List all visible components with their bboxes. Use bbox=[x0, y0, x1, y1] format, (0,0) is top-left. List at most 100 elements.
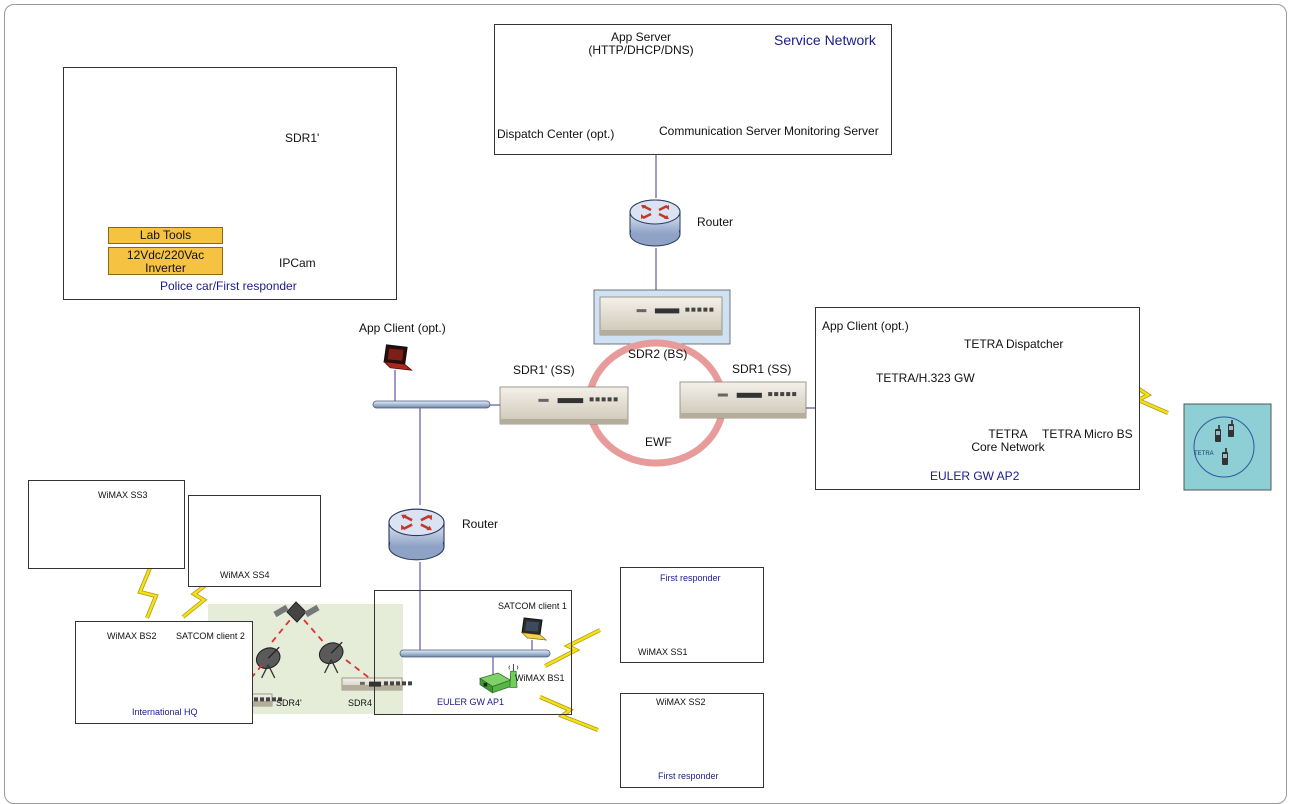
satcom-client1-label: SATCOM client 1 bbox=[498, 601, 567, 611]
sdr2-rack-icon-base bbox=[600, 330, 722, 335]
sdr2-rack-icon-button bbox=[685, 307, 690, 312]
sdr4-rack-icon-led bbox=[360, 681, 365, 685]
sdr4-rack-icon-base bbox=[342, 685, 402, 690]
satellite-panel-left bbox=[273, 604, 289, 618]
sdr4-rack-icon-button bbox=[390, 681, 394, 686]
satcom-link-4 bbox=[345, 659, 373, 681]
wimax-ss3-box bbox=[28, 480, 185, 569]
sdr2-rack-icon-button bbox=[703, 307, 708, 312]
sdr1p-ss-rack-icon-button bbox=[607, 397, 612, 402]
wimax-ss1-box bbox=[620, 567, 764, 663]
euler-gw-ap1-label: EULER GW AP1 bbox=[437, 697, 505, 707]
sdr1p-ss-rack-icon-button bbox=[601, 397, 606, 402]
tetra-dispatcher-label: TETRA Dispatcher bbox=[964, 337, 1064, 351]
sdr2-rack-icon-led bbox=[636, 309, 647, 313]
sdr1p-ss-rack-icon bbox=[499, 386, 629, 425]
service-network-title: Service Network bbox=[774, 32, 876, 48]
sdr4-rack-icon-button bbox=[402, 681, 406, 686]
ss3-bs2-lightning-icon bbox=[138, 567, 158, 619]
euler-gw-ap1-box bbox=[374, 590, 572, 715]
tetra-gw-label: TETRA/H.323 GW bbox=[876, 371, 975, 385]
sdr1-ss-rack-icon-button bbox=[780, 392, 785, 397]
satcom-link-2 bbox=[271, 619, 291, 643]
ap1-bus bbox=[399, 649, 551, 658]
satcom-link-3 bbox=[303, 619, 327, 646]
sdr2-rack-icon-display bbox=[654, 308, 680, 314]
ap2-app-client-label: App Client (opt.) bbox=[822, 319, 909, 333]
international-hq-label: International HQ bbox=[132, 707, 198, 717]
sdr4p-rack-icon-button bbox=[278, 697, 282, 702]
sdr1p-ss-rack-icon-display bbox=[557, 398, 584, 404]
wimax-ss2-label: WiMAX SS2 bbox=[656, 697, 706, 707]
router-bottom-label: Router bbox=[462, 517, 499, 531]
sdr1p-ss-rack-icon-button bbox=[595, 397, 600, 402]
tetra-micro-bs-label: TETRA Micro BS bbox=[1042, 427, 1133, 441]
satellite-panel-right bbox=[304, 604, 320, 618]
tetra-text: TETRA bbox=[1194, 451, 1214, 457]
sdr1-ss-rack-icon-base bbox=[680, 413, 806, 418]
lab-tools-box: Lab Tools bbox=[108, 227, 223, 244]
ipcam-label: IPCam bbox=[279, 256, 316, 270]
sdr4-rack-icon-button bbox=[384, 681, 388, 686]
wimax-ss2-box bbox=[620, 693, 764, 788]
monitoring-server-label: Monitoring Server bbox=[784, 124, 879, 138]
bs1-ss1-lightning-icon bbox=[544, 628, 601, 668]
euler-gw-ap2-caption: EULER GW AP2 bbox=[930, 469, 1020, 483]
tetra-terminal-circle bbox=[1193, 416, 1255, 478]
sdr1-ss-rack-icon-button bbox=[774, 392, 779, 397]
dispatch-center-label: Dispatch Center (opt.) bbox=[497, 127, 615, 141]
sdr1p-ss-rack-icon-base bbox=[500, 419, 628, 424]
wimax-ss4-label: WiMAX SS4 bbox=[220, 570, 270, 580]
international-hq-box bbox=[75, 621, 253, 724]
app-server-label: App Server (HTTP/DHCP/DNS) bbox=[588, 30, 694, 57]
sdr4-label: SDR4 bbox=[348, 698, 373, 708]
inverter-box: 12Vdc/220Vac Inverter bbox=[108, 247, 223, 275]
sdr4p-rack-icon-button bbox=[266, 697, 270, 702]
wimax-ss3-label: WiMAX SS3 bbox=[98, 490, 148, 500]
euler-gw-ap2-box bbox=[815, 307, 1140, 490]
sdr1p-ss-rack-icon-button bbox=[589, 397, 594, 402]
app-client-left-laptop-icon bbox=[383, 344, 413, 371]
wimax-ss4-box bbox=[188, 495, 321, 587]
sdr1-ss-rack-icon-display bbox=[736, 392, 762, 398]
sdr1-ss-rack-icon-button bbox=[786, 392, 791, 397]
sdr2-label: SDR2 (BS) bbox=[628, 347, 688, 361]
sdr2-rack-icon-button bbox=[697, 307, 702, 312]
bs1-ss2-lightning-icon bbox=[539, 695, 599, 732]
sdr1-ss-rack-icon-button bbox=[792, 392, 797, 397]
wimax-bs2-label: WiMAX BS2 bbox=[107, 631, 157, 641]
sdr4p-rack-icon-button bbox=[272, 697, 276, 702]
left-core-bus bbox=[372, 400, 491, 409]
tetra-core-label: TETRA Core Network bbox=[971, 427, 1045, 454]
ewf-label: EWF bbox=[645, 435, 672, 449]
sdr1-ss-rack-icon bbox=[679, 381, 807, 419]
first-responder-bottom-label: First responder bbox=[658, 771, 719, 781]
sdr2-rack-icon-button bbox=[709, 307, 714, 312]
first-responder-top-label: First responder bbox=[660, 573, 721, 583]
service-network-box bbox=[494, 24, 892, 155]
sdr1p-ss-rack-icon-button bbox=[613, 397, 618, 402]
router-bottom-icon bbox=[387, 507, 446, 562]
ss4-bs2-lightning-icon bbox=[182, 579, 213, 618]
satcom-client2-label: SATCOM client 2 bbox=[176, 631, 245, 641]
sdr4p-rack-icon-button bbox=[260, 697, 264, 702]
communication-server-label: Communication Server bbox=[659, 124, 782, 138]
router-top-label: Router bbox=[697, 215, 734, 229]
sdr4p-label: SDR4' bbox=[276, 698, 302, 708]
router-top-icon bbox=[628, 198, 682, 248]
sdr1-ss-rack-icon-button bbox=[768, 392, 773, 397]
sdr2-rack-icon-button bbox=[691, 307, 696, 312]
police-sdr-label: SDR1' bbox=[285, 131, 320, 145]
wimax-bs1-label: WiMAX BS1 bbox=[515, 673, 565, 683]
sdr1p-ss-label: SDR1' (SS) bbox=[513, 363, 575, 377]
wimax-ss1-label: WiMAX SS1 bbox=[638, 647, 688, 657]
sdr1p-ss-rack-icon-led bbox=[538, 398, 549, 402]
sdr1-ss-rack-icon-led bbox=[717, 393, 728, 397]
tetra-terminal-panel bbox=[1183, 403, 1272, 491]
sdr2-rack-icon bbox=[599, 296, 723, 336]
sdr4-rack-icon-button bbox=[408, 681, 412, 686]
app-client-left-label: App Client (opt.) bbox=[359, 321, 446, 335]
sdr4-rack-icon-button bbox=[396, 681, 400, 686]
sdr1-ss-label: SDR1 (SS) bbox=[732, 362, 792, 376]
